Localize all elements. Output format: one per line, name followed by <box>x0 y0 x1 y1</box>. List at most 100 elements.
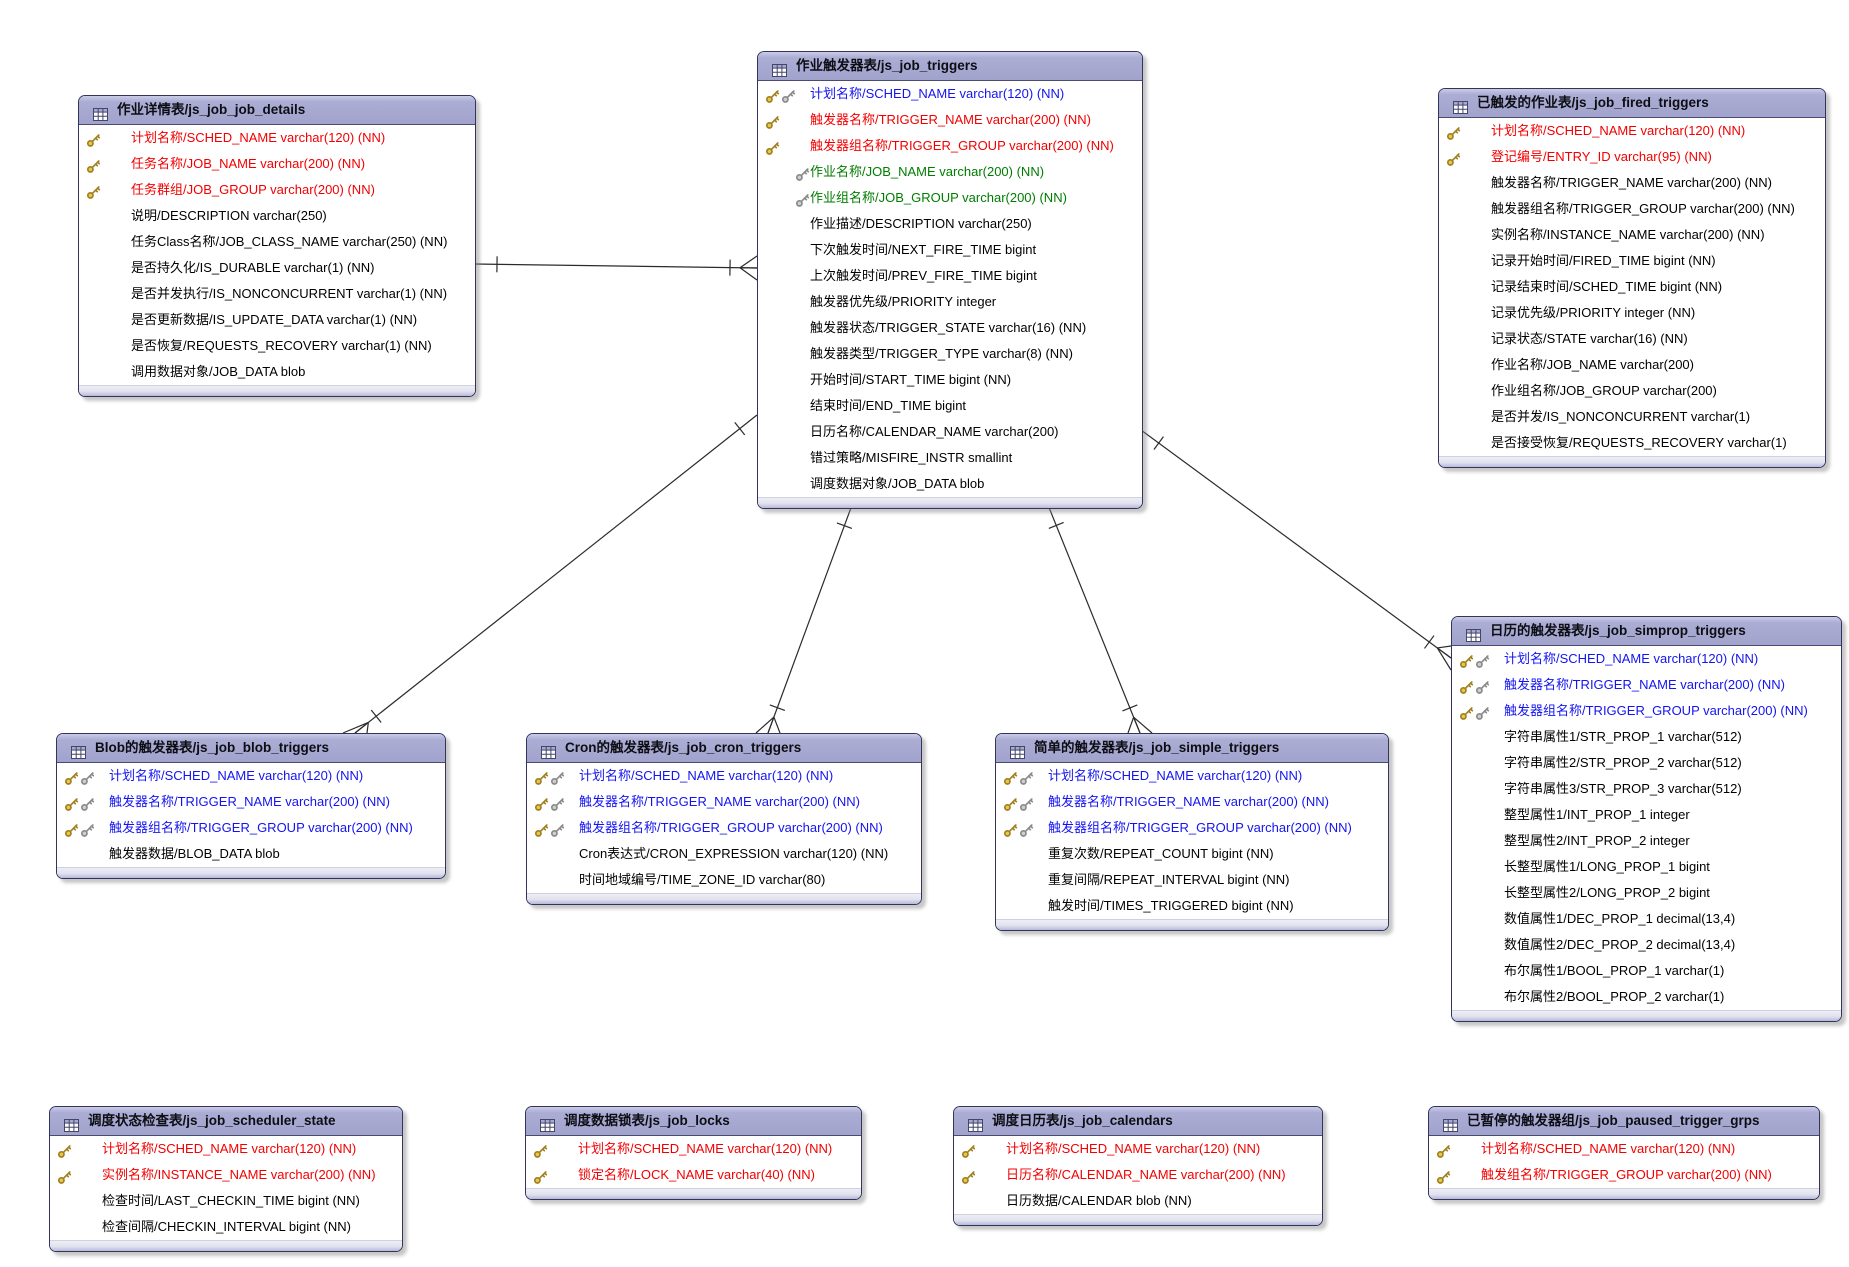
field-row-js_job_fired_triggers-11[interactable]: 是否并发/IS_NONCONCURRENT varchar(1) <box>1439 404 1825 430</box>
field-row-js_job_locks-0[interactable]: 计划名称/SCHED_NAME varchar(120) (NN) <box>526 1136 861 1162</box>
field-row-js_job_job_details-2[interactable]: 任务群组/JOB_GROUP varchar(200) (NN) <box>79 177 475 203</box>
field-row-js_job_triggers-13[interactable]: 日历名称/CALENDAR_NAME varchar(200) <box>758 419 1142 445</box>
field-row-js_job_simprop_triggers-12[interactable]: 布尔属性1/BOOL_PROP_1 varchar(1) <box>1452 958 1841 984</box>
field-row-js_job_triggers-2[interactable]: 触发器组名称/TRIGGER_GROUP varchar(200) (NN) <box>758 133 1142 159</box>
field-row-js_job_fired_triggers-2[interactable]: 触发器名称/TRIGGER_NAME varchar(200) (NN) <box>1439 170 1825 196</box>
field-row-js_job_simprop_triggers-13[interactable]: 布尔属性2/BOOL_PROP_2 varchar(1) <box>1452 984 1841 1010</box>
field-row-js_job_simple_triggers-0[interactable]: 计划名称/SCHED_NAME varchar(120) (NN) <box>996 763 1388 789</box>
field-row-js_job_job_details-3[interactable]: 说明/DESCRIPTION varchar(250) <box>79 203 475 229</box>
field-row-js_job_scheduler_state-2[interactable]: 检查时间/LAST_CHECKIN_TIME bigint (NN) <box>50 1188 402 1214</box>
field-row-js_job_triggers-10[interactable]: 触发器类型/TRIGGER_TYPE varchar(8) (NN) <box>758 341 1142 367</box>
field-row-js_job_simprop_triggers-6[interactable]: 整型属性1/INT_PROP_1 integer <box>1452 802 1841 828</box>
field-row-js_job_calendars-2[interactable]: 日历数据/CALENDAR blob (NN) <box>954 1188 1322 1214</box>
field-row-js_job_blob_triggers-0[interactable]: 计划名称/SCHED_NAME varchar(120) (NN) <box>57 763 445 789</box>
field-row-js_job_calendars-1[interactable]: 日历名称/CALENDAR_NAME varchar(200) (NN) <box>954 1162 1322 1188</box>
field-row-js_job_simprop_triggers-7[interactable]: 整型属性2/INT_PROP_2 integer <box>1452 828 1841 854</box>
field-row-js_job_simprop_triggers-1[interactable]: 触发器名称/TRIGGER_NAME varchar(200) (NN) <box>1452 672 1841 698</box>
relationship-triggers-to-blob[interactable] <box>342 414 758 734</box>
field-row-js_job_fired_triggers-12[interactable]: 是否接受恢复/REQUESTS_RECOVERY varchar(1) <box>1439 430 1825 456</box>
field-row-js_job_triggers-7[interactable]: 上次触发时间/PREV_FIRE_TIME bigint <box>758 263 1142 289</box>
field-row-js_job_triggers-3[interactable]: 作业名称/JOB_NAME varchar(200) (NN) <box>758 159 1142 185</box>
field-row-js_job_blob_triggers-1[interactable]: 触发器名称/TRIGGER_NAME varchar(200) (NN) <box>57 789 445 815</box>
field-row-js_job_triggers-6[interactable]: 下次触发时间/NEXT_FIRE_TIME bigint <box>758 237 1142 263</box>
field-row-js_job_simprop_triggers-0[interactable]: 计划名称/SCHED_NAME varchar(120) (NN) <box>1452 646 1841 672</box>
field-row-js_job_paused_trigger_grps-1[interactable]: 触发组名称/TRIGGER_GROUP varchar(200) (NN) <box>1429 1162 1819 1188</box>
field-row-js_job_simple_triggers-1[interactable]: 触发器名称/TRIGGER_NAME varchar(200) (NN) <box>996 789 1388 815</box>
field-row-js_job_cron_triggers-2[interactable]: 触发器组名称/TRIGGER_GROUP varchar(200) (NN) <box>527 815 921 841</box>
field-row-js_job_fired_triggers-7[interactable]: 记录优先级/PRIORITY integer (NN) <box>1439 300 1825 326</box>
table-title-bar[interactable]: 调度日历表/js_job_calendars <box>954 1107 1322 1136</box>
field-row-js_job_fired_triggers-8[interactable]: 记录状态/STATE varchar(16) (NN) <box>1439 326 1825 352</box>
field-row-js_job_blob_triggers-2[interactable]: 触发器组名称/TRIGGER_GROUP varchar(200) (NN) <box>57 815 445 841</box>
field-row-js_job_triggers-14[interactable]: 错过策略/MISFIRE_INSTR smallint <box>758 445 1142 471</box>
field-row-js_job_simprop_triggers-10[interactable]: 数值属性1/DEC_PROP_1 decimal(13,4) <box>1452 906 1841 932</box>
field-row-js_job_triggers-8[interactable]: 触发器优先级/PRIORITY integer <box>758 289 1142 315</box>
field-row-js_job_paused_trigger_grps-0[interactable]: 计划名称/SCHED_NAME varchar(120) (NN) <box>1429 1136 1819 1162</box>
field-row-js_job_simprop_triggers-5[interactable]: 字符串属性3/STR_PROP_3 varchar(512) <box>1452 776 1841 802</box>
field-row-js_job_fired_triggers-3[interactable]: 触发器组名称/TRIGGER_GROUP varchar(200) (NN) <box>1439 196 1825 222</box>
field-row-js_job_simple_triggers-2[interactable]: 触发器组名称/TRIGGER_GROUP varchar(200) (NN) <box>996 815 1388 841</box>
relationship-triggers-to-simple[interactable] <box>1047 504 1153 734</box>
field-row-js_job_blob_triggers-3[interactable]: 触发器数据/BLOB_DATA blob <box>57 841 445 867</box>
field-row-js_job_cron_triggers-1[interactable]: 触发器名称/TRIGGER_NAME varchar(200) (NN) <box>527 789 921 815</box>
field-row-js_job_triggers-0[interactable]: 计划名称/SCHED_NAME varchar(120) (NN) <box>758 81 1142 107</box>
field-row-js_job_simple_triggers-5[interactable]: 触发时间/TIMES_TRIGGERED bigint (NN) <box>996 893 1388 919</box>
field-row-js_job_fired_triggers-10[interactable]: 作业组名称/JOB_GROUP varchar(200) <box>1439 378 1825 404</box>
field-row-js_job_simple_triggers-3[interactable]: 重复次数/REPEAT_COUNT bigint (NN) <box>996 841 1388 867</box>
field-row-js_job_simprop_triggers-11[interactable]: 数值属性2/DEC_PROP_2 decimal(13,4) <box>1452 932 1841 958</box>
field-row-js_job_simprop_triggers-3[interactable]: 字符串属性1/STR_PROP_1 varchar(512) <box>1452 724 1841 750</box>
field-row-js_job_simple_triggers-4[interactable]: 重复间隔/REPEAT_INTERVAL bigint (NN) <box>996 867 1388 893</box>
field-row-js_job_locks-1[interactable]: 锁定名称/LOCK_NAME varchar(40) (NN) <box>526 1162 861 1188</box>
field-row-js_job_job_details-1[interactable]: 任务名称/JOB_NAME varchar(200) (NN) <box>79 151 475 177</box>
field-row-js_job_simprop_triggers-4[interactable]: 字符串属性2/STR_PROP_2 varchar(512) <box>1452 750 1841 776</box>
table-title-bar[interactable]: 日历的触发器表/js_job_simprop_triggers <box>1452 617 1841 646</box>
field-row-js_job_simprop_triggers-8[interactable]: 长整型属性1/LONG_PROP_1 bigint <box>1452 854 1841 880</box>
table-title-bar[interactable]: 作业触发器表/js_job_triggers <box>758 52 1142 81</box>
table-title-bar[interactable]: Cron的触发器表/js_job_cron_triggers <box>527 734 921 763</box>
field-row-js_job_fired_triggers-0[interactable]: 计划名称/SCHED_NAME varchar(120) (NN) <box>1439 118 1825 144</box>
field-row-js_job_fired_triggers-4[interactable]: 实例名称/INSTANCE_NAME varchar(200) (NN) <box>1439 222 1825 248</box>
field-row-js_job_job_details-7[interactable]: 是否更新数据/IS_UPDATE_DATA varchar(1) (NN) <box>79 307 475 333</box>
field-row-js_job_cron_triggers-0[interactable]: 计划名称/SCHED_NAME varchar(120) (NN) <box>527 763 921 789</box>
relationship-triggers-to-simprop[interactable] <box>1140 429 1452 671</box>
table-title-bar[interactable]: 作业详情表/js_job_job_details <box>79 96 475 125</box>
field-row-js_job_scheduler_state-0[interactable]: 计划名称/SCHED_NAME varchar(120) (NN) <box>50 1136 402 1162</box>
field-row-js_job_job_details-8[interactable]: 是否恢复/REQUESTS_RECOVERY varchar(1) (NN) <box>79 333 475 359</box>
field-row-js_job_calendars-0[interactable]: 计划名称/SCHED_NAME varchar(120) (NN) <box>954 1136 1322 1162</box>
table-title-bar[interactable]: 已暂停的触发器组/js_job_paused_trigger_grps <box>1429 1107 1819 1136</box>
field-row-js_job_triggers-5[interactable]: 作业描述/DESCRIPTION varchar(250) <box>758 211 1142 237</box>
field-row-js_job_triggers-12[interactable]: 结束时间/END_TIME bigint <box>758 393 1142 419</box>
field-row-js_job_fired_triggers-1[interactable]: 登记编号/ENTRY_ID varchar(95) (NN) <box>1439 144 1825 170</box>
field-row-js_job_job_details-4[interactable]: 任务Class名称/JOB_CLASS_NAME varchar(250) (N… <box>79 229 475 255</box>
field-row-js_job_job_details-0[interactable]: 计划名称/SCHED_NAME varchar(120) (NN) <box>79 125 475 151</box>
relationship-job_details-to-triggers[interactable] <box>474 255 758 281</box>
field-row-js_job_simprop_triggers-9[interactable]: 长整型属性2/LONG_PROP_2 bigint <box>1452 880 1841 906</box>
field-row-js_job_scheduler_state-3[interactable]: 检查间隔/CHECKIN_INTERVAL bigint (NN) <box>50 1214 402 1240</box>
field-row-js_job_triggers-9[interactable]: 触发器状态/TRIGGER_STATE varchar(16) (NN) <box>758 315 1142 341</box>
table-title-bar[interactable]: 已触发的作业表/js_job_fired_triggers <box>1439 89 1825 118</box>
table-title-bar[interactable]: 调度状态检查表/js_job_scheduler_state <box>50 1107 402 1136</box>
table-title-bar[interactable]: 简单的触发器表/js_job_simple_triggers <box>996 734 1388 763</box>
field-row-js_job_simprop_triggers-2[interactable]: 触发器组名称/TRIGGER_GROUP varchar(200) (NN) <box>1452 698 1841 724</box>
field-row-js_job_cron_triggers-4[interactable]: 时间地域编号/TIME_ZONE_ID varchar(80) <box>527 867 921 893</box>
field-row-js_job_job_details-5[interactable]: 是否持久化/IS_DURABLE varchar(1) (NN) <box>79 255 475 281</box>
field-row-js_job_job_details-9[interactable]: 调用数据对象/JOB_DATA blob <box>79 359 475 385</box>
field-row-js_job_triggers-15[interactable]: 调度数据对象/JOB_DATA blob <box>758 471 1142 497</box>
field-row-js_job_job_details-6[interactable]: 是否并发执行/IS_NONCONCURRENT varchar(1) (NN) <box>79 281 475 307</box>
field-row-js_job_fired_triggers-6[interactable]: 记录结束时间/SCHED_TIME bigint (NN) <box>1439 274 1825 300</box>
field-row-js_job_fired_triggers-5[interactable]: 记录开始时间/FIRED_TIME bigint (NN) <box>1439 248 1825 274</box>
field-row-js_job_cron_triggers-3[interactable]: Cron表达式/CRON_EXPRESSION varchar(120) (NN… <box>527 841 921 867</box>
field-row-js_job_scheduler_state-1[interactable]: 实例名称/INSTANCE_NAME varchar(200) (NN) <box>50 1162 402 1188</box>
table-title-bar[interactable]: 调度数据锁表/js_job_locks <box>526 1107 861 1136</box>
field-row-js_job_triggers-1[interactable]: 触发器名称/TRIGGER_NAME varchar(200) (NN) <box>758 107 1142 133</box>
